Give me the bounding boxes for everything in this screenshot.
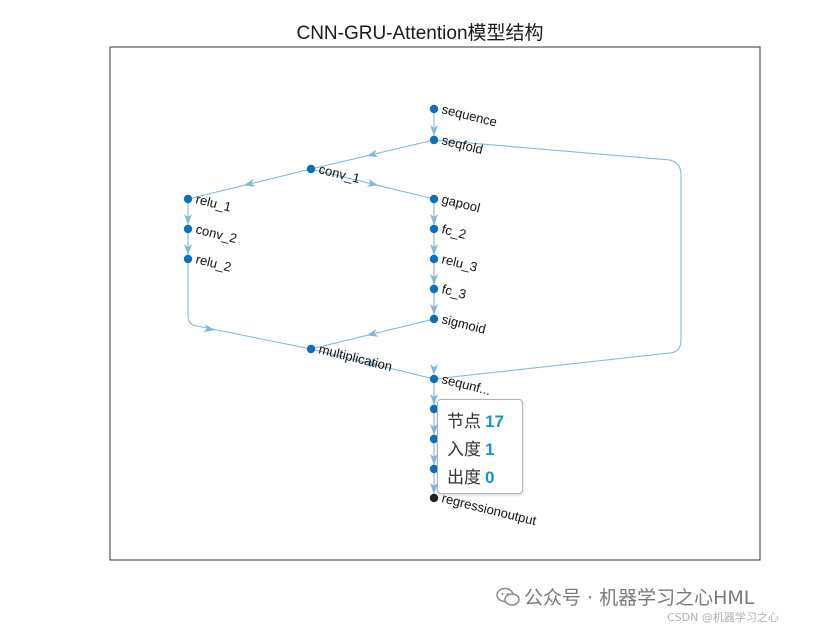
arrow-conv_1-relu_1 xyxy=(243,178,256,187)
node-fc_3[interactable] xyxy=(429,284,439,294)
node-label-relu_2: relu_2 xyxy=(194,251,233,274)
diagram-title: CNN-GRU-Attention模型结构 xyxy=(296,23,544,44)
arrow-conv_2-relu_2 xyxy=(184,244,192,255)
arrow-seqfold-conv_1 xyxy=(366,149,379,158)
watermark: 公众号 · 机器学习之心HML xyxy=(496,583,754,610)
node-regressionoutput[interactable] xyxy=(429,493,439,503)
arrow-sequnfold-hidden1 xyxy=(430,394,438,405)
arrow-fc_2-relu_3 xyxy=(430,244,438,255)
node-sequnfold[interactable] xyxy=(429,374,439,384)
node-label-fc_3: fc_3 xyxy=(440,281,467,302)
arrow-conv_1-gapool xyxy=(366,178,379,187)
node-gapool[interactable] xyxy=(429,194,439,204)
node-conv_2[interactable] xyxy=(183,224,193,234)
node-relu_3[interactable] xyxy=(429,254,439,264)
node-sequence[interactable] xyxy=(429,104,439,114)
arrow-fc_3-sigmoid xyxy=(430,304,438,315)
node-label-gapool: gapool xyxy=(440,191,482,215)
node-label-multiplication: multiplication xyxy=(317,341,394,374)
node-label-relu_1: relu_1 xyxy=(194,191,233,214)
edge-seqfold-sequnfold xyxy=(433,139,682,380)
node-seqfold[interactable] xyxy=(429,135,439,145)
node-relu_2[interactable] xyxy=(183,254,193,264)
node-sigmoid[interactable] xyxy=(429,314,439,324)
node-label-fc_2: fc_2 xyxy=(440,221,467,242)
node-hidden3[interactable] xyxy=(429,464,439,474)
arrow-seqfold-sequnfold xyxy=(430,364,438,375)
node-label-relu_3: relu_3 xyxy=(440,251,479,274)
node-label-regressionoutput: regressionoutput xyxy=(440,490,538,528)
watermark-text: 公众号 · 机器学习之心HML xyxy=(524,587,755,609)
arrow-relu_3-fc_3 xyxy=(430,274,438,285)
csdn-mark: CSDN @机器学习之心 xyxy=(667,611,779,624)
node-relu_1[interactable] xyxy=(183,194,193,204)
node-fc_2[interactable] xyxy=(429,224,439,234)
node-hidden2[interactable] xyxy=(429,434,439,444)
node-label-conv_2: conv_2 xyxy=(194,221,238,246)
node-multiplication[interactable] xyxy=(306,344,316,354)
arrow-relu_1-conv_2 xyxy=(184,214,192,225)
arrow-gapool-fc_2 xyxy=(430,214,438,225)
arrow-hidden1-hidden2 xyxy=(430,424,438,435)
node-label-sequence: sequence xyxy=(440,101,498,129)
arrow-sequence-seqfold xyxy=(430,125,438,136)
arrow-sigmoid-multiplication xyxy=(366,328,379,337)
node-label-seqfold: seqfold xyxy=(440,132,484,157)
arrow-hidden2-hidden3 xyxy=(430,454,438,465)
wechat-icon xyxy=(496,587,520,606)
edge-relu_2-multiplication xyxy=(187,259,312,350)
plot-frame xyxy=(109,46,761,561)
node-conv_1[interactable] xyxy=(306,164,316,174)
edges xyxy=(184,109,682,498)
node-label-sigmoid: sigmoid xyxy=(440,311,487,336)
arrow-multiplication-sequnfold xyxy=(366,358,379,367)
node-hidden1[interactable] xyxy=(429,404,439,414)
node-label-conv_1: conv_1 xyxy=(317,161,361,186)
arrow-hidden3-regressionoutput xyxy=(430,483,438,494)
arrow-relu_2-multiplication xyxy=(203,324,215,333)
